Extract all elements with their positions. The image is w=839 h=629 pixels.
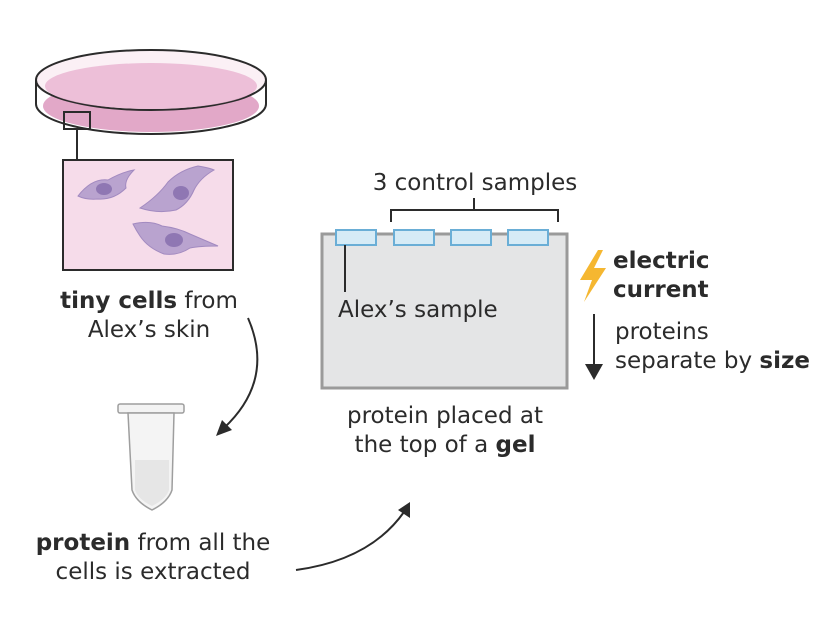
arrowhead-to-tube xyxy=(216,420,232,436)
down-arrow-icon xyxy=(585,314,603,380)
gel-caption: protein placed at the top of a gel xyxy=(320,402,570,460)
alex-sample-label: Alex’s sample xyxy=(338,297,498,323)
cells-caption: tiny cells from Alex’s skin xyxy=(34,287,264,345)
separation-bold: size xyxy=(759,348,810,374)
electric-current-label: electric current xyxy=(613,247,710,305)
protein-caption: protein from all the cells is extracted xyxy=(24,529,282,587)
control-samples-bracket xyxy=(390,198,559,222)
control-samples-label: 3 control samples xyxy=(372,170,578,196)
gel-slab xyxy=(320,232,569,390)
well-control-2 xyxy=(450,229,492,246)
petri-dish-icon xyxy=(35,49,267,160)
cells-caption-rest: from xyxy=(177,288,238,314)
separation-label: proteins separate by size xyxy=(615,318,810,376)
gel-wells xyxy=(335,229,549,246)
protein-caption-bold: protein xyxy=(35,530,131,556)
gel-caption-bold: gel xyxy=(495,432,536,458)
separation-line1: proteins xyxy=(615,319,709,345)
electric-current-line2: current xyxy=(613,277,709,303)
electric-current-line1: electric xyxy=(613,248,710,274)
well-control-1 xyxy=(393,229,435,246)
curved-arrow-to-gel xyxy=(295,511,405,571)
cells-caption-bold: tiny cells xyxy=(60,288,178,314)
well-alex xyxy=(335,229,377,246)
gel-caption-line1: protein placed at xyxy=(347,403,543,429)
arrowhead-to-gel xyxy=(398,502,410,518)
well-control-3 xyxy=(507,229,549,246)
protein-caption-line2: cells is extracted xyxy=(55,559,251,585)
gel-caption-line2: the top of a xyxy=(354,432,496,458)
lightning-bolt-icon xyxy=(580,250,606,302)
microtube-icon xyxy=(117,403,185,511)
magnified-cells-icon xyxy=(62,159,234,271)
separation-line2: separate by xyxy=(615,348,760,374)
cells-caption-line2: Alex’s skin xyxy=(87,317,211,343)
curved-arrow-to-tube xyxy=(223,317,259,429)
protein-caption-rest: from all the xyxy=(130,530,271,556)
